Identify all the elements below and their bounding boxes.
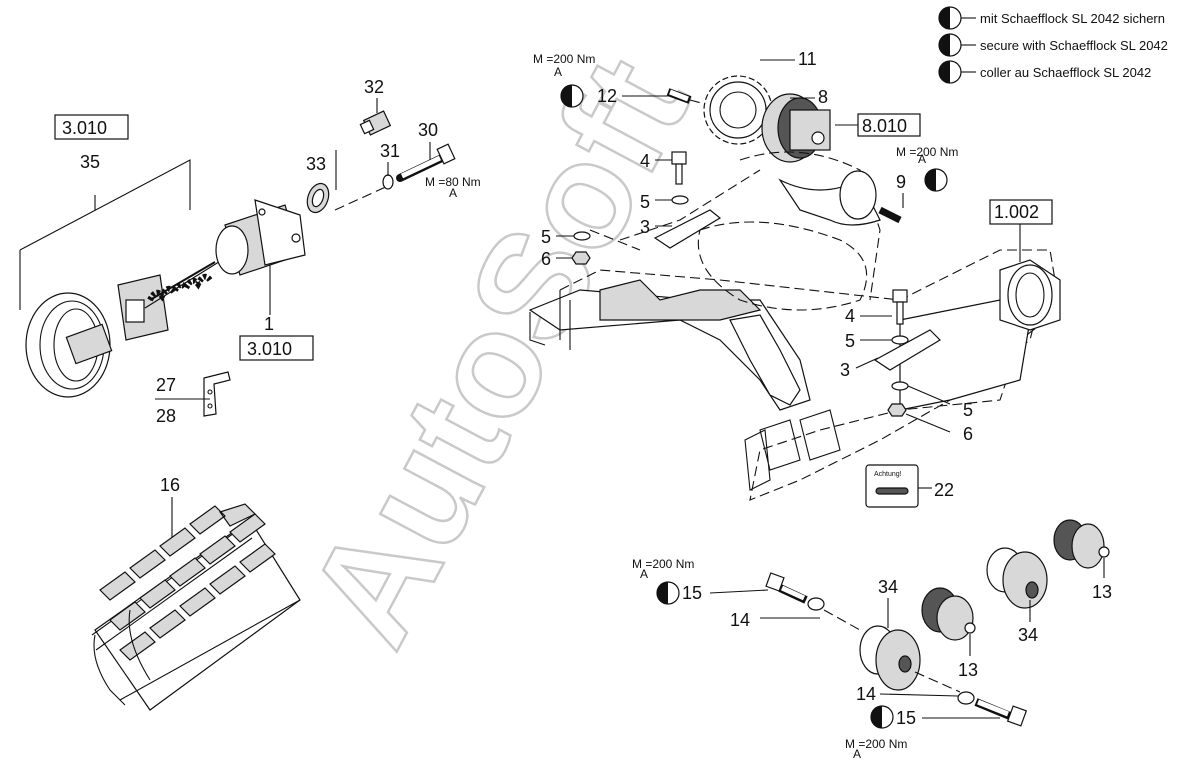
part-label-5d: 5 [963,400,973,420]
part-label-8: 8 [818,87,828,107]
part-label-22: 22 [934,480,954,500]
torque-200-right-a: A [918,152,926,166]
part-label-32: 32 [364,77,384,97]
drive-assembly: M =200 Nm A 12 11 8 8.010 M =200 [533,49,958,224]
legend-item-en: secure with Schaefflock SL 2042 [938,33,1168,57]
part-label-16: 16 [160,475,180,495]
part-label-14b: 14 [856,684,876,704]
torque-80-a: A [449,186,457,200]
roller-bolt-upper [765,572,808,604]
part-label-28: 28 [156,406,176,426]
torque-200-top-a: A [554,65,562,79]
track-lugs [99,503,276,661]
clamp-plate [653,209,722,249]
legend-item-fr: coller au Schaefflock SL 2042 [938,60,1151,84]
washer [382,174,394,190]
tension-cylinder [215,199,306,276]
travel-motor [761,93,831,163]
track-roller-rear [986,547,1048,609]
part-label-3a: 3 [640,217,650,237]
torque-80-m: M =80 Nm [425,175,481,189]
part-label-6b: 6 [963,424,973,444]
part-label-5c: 5 [845,331,855,351]
roller-washer-upper [807,597,825,611]
watermark-text: AutoSoft [275,32,721,670]
legend: mit Schaefflock SL 2042 sichern secure w… [938,6,1168,84]
roller-bolt-lower [974,698,1028,727]
part-label-15a: 15 [682,583,702,603]
part-label-1: 1 [264,314,274,334]
part-label-5a: 5 [640,192,650,212]
part-label-5b: 5 [541,227,551,247]
ref-box-3010-bottom[interactable] [239,335,314,361]
part-label-31: 31 [380,141,400,161]
part-label-12: 12 [597,86,617,106]
bracket-27-28 [203,371,231,417]
track-roller-front [859,625,921,691]
part-label-3b: 3 [840,360,850,380]
torque-200-right-m: M =200 Nm [896,145,958,159]
legend-item-de: mit Schaefflock SL 2042 sichern [938,6,1165,30]
tension-spring [144,259,223,309]
torque-roller-upper-m: M =200 Nm [632,557,694,571]
part-label-33: 33 [306,154,326,174]
torque-200-top-m: M =200 Nm [533,52,595,66]
hex-bolt [396,143,456,182]
roller-group: M =200 Nm A 15 14 34 13 [632,519,1112,761]
part-label-14a: 14 [730,610,750,630]
carrier-roller-rear [1053,519,1110,569]
part-label-15b: 15 [896,708,916,728]
part-label-4b: 4 [845,306,855,326]
part-label-34b: 34 [1018,625,1038,645]
torque-roller-upper-a: A [640,567,648,581]
ref-3010-top[interactable]: 3.010 [62,118,107,138]
undercarriage-frame: 1.002 Achtung! 22 [528,151,1061,508]
carrier-roller-front [921,587,976,641]
ref-1002[interactable]: 1.002 [994,202,1039,222]
roller-washer-lower [957,691,975,705]
ref-box-3010-top[interactable] [54,114,129,140]
warning-sign: Achtung! [865,464,919,508]
legend-text-en: secure with Schaefflock SL 2042 [980,38,1168,53]
part-label-13a: 13 [958,660,978,680]
ref-8010[interactable]: 8.010 [862,116,907,136]
sprocket [703,75,773,145]
torque-roller-lower-m: M =200 Nm [845,737,907,751]
grease-nipple [359,110,392,136]
part-label-27: 27 [156,375,176,395]
hardware-upper: 4 5 3 5 6 [541,151,722,269]
ref-3010-bottom[interactable]: 3.010 [247,339,292,359]
idler-assembly: 3.010 35 1 3.010 33 [19,77,481,426]
part-label-34a: 34 [878,577,898,597]
watermark: AutoSoft [274,31,722,671]
part-label-9: 9 [896,172,906,192]
hardware-lower: 4 5 3 5 6 [840,289,973,444]
ref-box-1002[interactable] [989,199,1053,225]
part-label-4a: 4 [640,151,650,171]
bolt-12 [666,88,692,104]
part-label-13b: 13 [1092,582,1112,602]
legend-text-de: mit Schaefflock SL 2042 sichern [980,11,1165,26]
part-label-11: 11 [798,49,817,69]
part-label-6a: 6 [541,249,551,269]
part-label-30: 30 [418,120,438,140]
rubber-track: 16 [91,475,301,711]
legend-text-fr: coller au Schaefflock SL 2042 [980,65,1151,80]
sign-title: Achtung! [874,471,902,478]
part-label-35: 35 [80,152,100,172]
torque-roller-lower-a: A [853,747,861,761]
